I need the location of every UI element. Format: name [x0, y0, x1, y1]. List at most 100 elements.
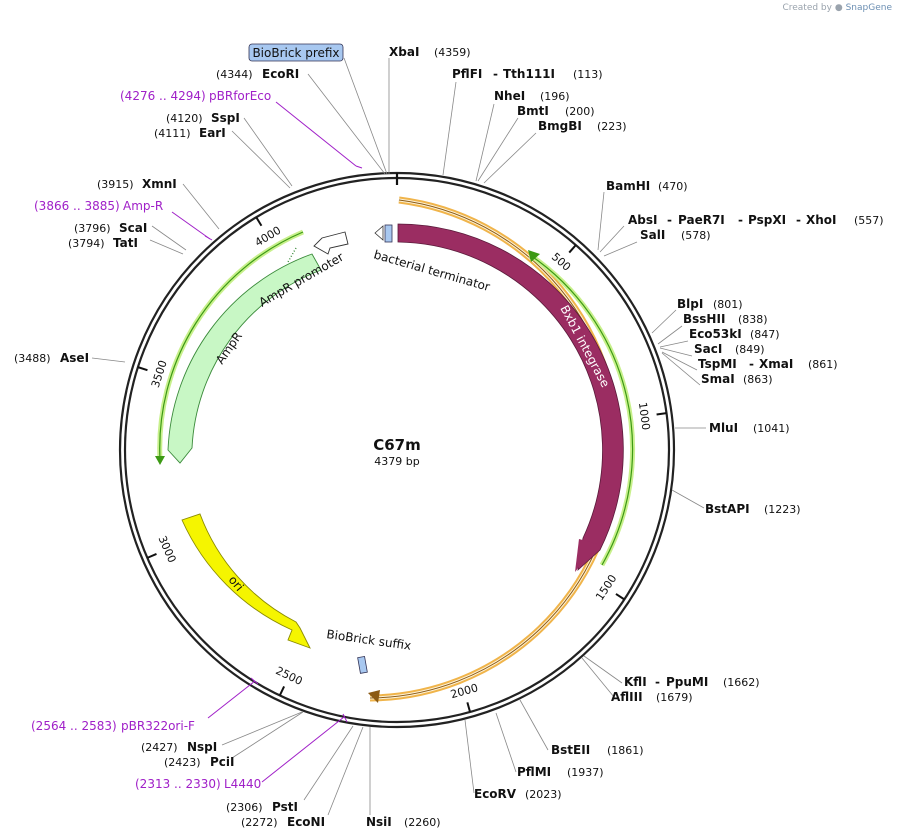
leader-lines — [91, 57, 706, 816]
svg-text:KflI: KflI — [624, 675, 647, 689]
site-bamhi[interactable]: BamHI(470) — [606, 179, 688, 193]
svg-text:(200): (200) — [565, 105, 595, 118]
watermark-brand: SnapGene — [845, 3, 892, 13]
svg-text:AseI: AseI — [60, 351, 89, 365]
site-eari[interactable]: (4111)EarI — [154, 126, 226, 140]
svg-text:-: - — [796, 213, 801, 227]
site-xmni[interactable]: (3915)XmnI — [97, 177, 177, 191]
svg-text:(113): (113) — [573, 68, 603, 81]
site-nsii[interactable]: NsiI(2260) — [366, 815, 441, 829]
svg-text:XmaI: XmaI — [759, 357, 793, 371]
site-econi[interactable]: (2272)EcoNI — [241, 815, 325, 829]
ori-feature[interactable] — [181, 513, 311, 649]
site-pcii[interactable]: (2423) PciI — [164, 755, 235, 769]
site-bstapi[interactable]: BstAPI(1223) — [705, 502, 801, 516]
svg-text:(1861): (1861) — [607, 744, 644, 757]
svg-text:-: - — [749, 357, 754, 371]
plasmid-length: 4379 bp — [374, 455, 419, 468]
site-afliii[interactable]: AflIII(1679) — [611, 690, 693, 704]
site-asei[interactable]: (3488)AseI — [14, 351, 89, 365]
svg-text:NspI: NspI — [187, 740, 217, 754]
primer-amp-r[interactable]: (3866 .. 3885)Amp-R — [34, 199, 163, 213]
site-bsshii[interactable]: BssHII (838) — [683, 312, 768, 326]
tick-mark-1500 — [615, 593, 625, 601]
svg-text:(801): (801) — [713, 298, 743, 311]
site-scai[interactable]: (3796)ScaI — [74, 221, 147, 235]
svg-text:(470): (470) — [658, 180, 688, 193]
svg-text:(863): (863) — [743, 373, 773, 386]
ampr-promoter-feature[interactable] — [313, 231, 349, 255]
site-ecori[interactable]: (4344)EcoRI — [216, 67, 299, 81]
site-bsteii[interactable]: BstEII(1861) — [551, 743, 644, 757]
svg-text:PaeR7I: PaeR7I — [678, 213, 725, 227]
site-tspmi[interactable]: TspMI-XmaI(861) — [698, 357, 838, 371]
svg-text:SalI: SalI — [640, 228, 665, 242]
svg-text:BstAPI: BstAPI — [705, 502, 750, 516]
site-pflfi[interactable]: PflFI-Tth111I(113) — [452, 67, 603, 81]
tick-mark-3000 — [146, 553, 157, 559]
primer-pbr322ori-f[interactable]: (2564 .. 2583)pBR322ori-F — [31, 719, 195, 733]
svg-text:-: - — [738, 213, 743, 227]
svg-text:AflIII: AflIII — [611, 690, 643, 704]
svg-text:(2313 .. 2330): (2313 .. 2330) — [135, 777, 221, 791]
site-eco53ki[interactable]: Eco53kI(847) — [689, 327, 780, 341]
primer-pbrforeco[interactable]: (4276 .. 4294)pBRforEco — [120, 89, 271, 103]
svg-text:XbaI: XbaI — [389, 45, 419, 59]
biobrick-prefix-label: BioBrick prefix — [252, 46, 339, 60]
watermark-prefix: Created by — [782, 3, 832, 13]
bxb1-integrase-feature[interactable] — [397, 223, 624, 572]
features — [155, 196, 636, 703]
site-blpi[interactable]: BlpI (801) — [677, 297, 743, 311]
primer-l4440[interactable]: (2313 .. 2330)L4440 — [135, 777, 261, 791]
svg-text:(2423): (2423) — [164, 756, 201, 769]
site-nhei[interactable]: NheI(196) — [494, 89, 570, 103]
svg-text:MluI: MluI — [709, 421, 738, 435]
primers: (4276 .. 4294)pBRforEco (3866 .. 3885)Am… — [31, 89, 271, 791]
svg-text:(2023): (2023) — [525, 788, 562, 801]
biobrick-suffix-feature[interactable] — [357, 655, 368, 674]
svg-text:(4120): (4120) — [166, 112, 203, 125]
svg-text:PspXI: PspXI — [748, 213, 786, 227]
svg-text:PciI: PciI — [210, 755, 235, 769]
site-psti[interactable]: (2306)PstI — [226, 800, 298, 814]
svg-text:(578): (578) — [681, 229, 711, 242]
site-sspi[interactable]: (4120) SspI — [166, 111, 240, 125]
site-mlui[interactable]: MluI(1041) — [709, 421, 790, 435]
svg-text:(1662): (1662) — [723, 676, 760, 689]
svg-text:(2260): (2260) — [404, 816, 441, 829]
site-ecorv[interactable]: EcoRV (2023) — [474, 787, 562, 801]
svg-text:ScaI: ScaI — [119, 221, 147, 235]
svg-text:BssHII: BssHII — [683, 312, 725, 326]
svg-text:SspI: SspI — [211, 111, 240, 125]
site-saci[interactable]: SacI(849) — [694, 342, 765, 356]
site-bmti[interactable]: BmtI(200) — [517, 104, 595, 118]
tick-mark-1000 — [656, 412, 667, 416]
bacterial-terminator-feature[interactable] — [384, 224, 393, 243]
site-pflmi[interactable]: PflMI(1937) — [517, 765, 604, 779]
svg-text:PflFI: PflFI — [452, 67, 482, 81]
site-tati[interactable]: (3794)TatI — [68, 236, 138, 250]
svg-text:(838): (838) — [738, 313, 768, 326]
site-absi[interactable]: AbsI-PaeR7I-PspXI-XhoI(557) — [628, 213, 884, 227]
svg-text:EcoRV: EcoRV — [474, 787, 517, 801]
svg-text:BmgBI: BmgBI — [538, 119, 582, 133]
svg-text:(223): (223) — [597, 120, 627, 133]
svg-text:XhoI: XhoI — [806, 213, 837, 227]
site-kfli[interactable]: KflI-PpuMI(1662) — [624, 675, 760, 689]
site-smai[interactable]: SmaI(863) — [701, 372, 773, 386]
site-nspi[interactable]: (2427) NspI — [141, 740, 217, 754]
ampr-feature[interactable] — [167, 253, 322, 464]
site-sali[interactable]: SalI (578) — [640, 228, 711, 242]
svg-text:AbsI: AbsI — [628, 213, 657, 227]
svg-text:BlpI: BlpI — [677, 297, 703, 311]
tick-mark-2000 — [466, 702, 472, 713]
site-xbai[interactable]: XbaI(4359) — [389, 45, 471, 59]
svg-text:(3866 .. 3885): (3866 .. 3885) — [34, 199, 120, 213]
snapgene-logo-icon: ● — [834, 3, 843, 13]
svg-text:EcoRI: EcoRI — [262, 67, 299, 81]
biobrick-prefix-badge[interactable]: BioBrick prefix — [248, 43, 344, 62]
primer-lines — [171, 101, 363, 783]
svg-text:(2427): (2427) — [141, 741, 178, 754]
site-bmgbi[interactable]: BmgBI (223) — [538, 119, 627, 133]
